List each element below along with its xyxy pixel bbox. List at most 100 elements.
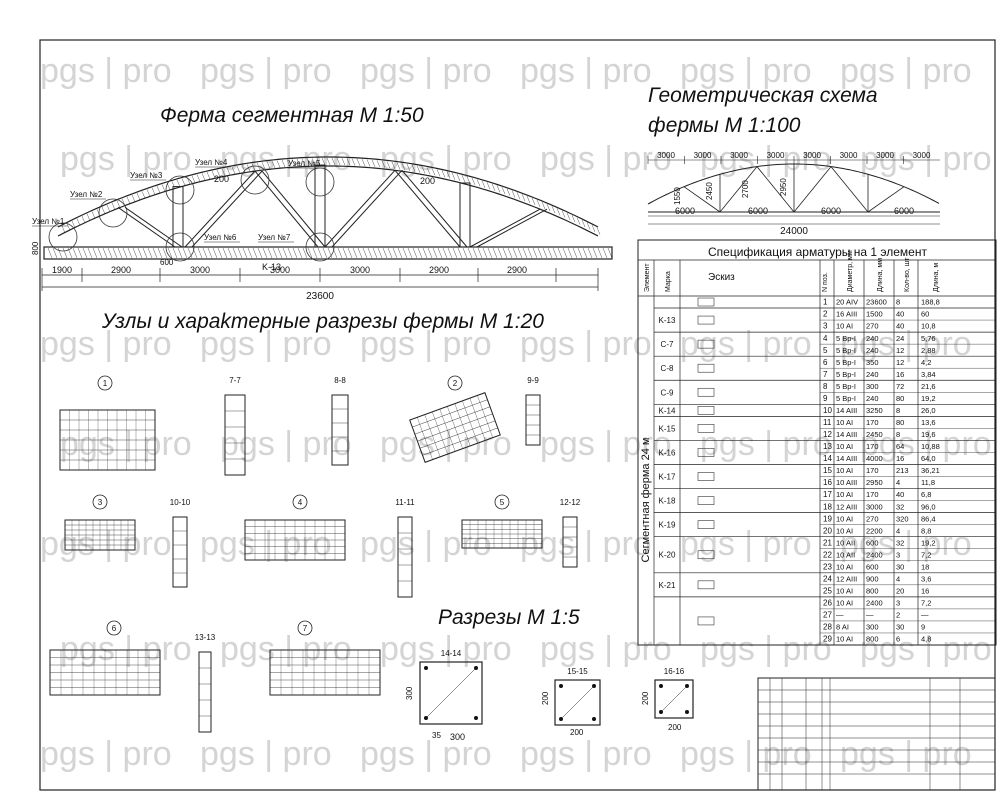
spec-diam: 8 AI [836,623,849,632]
chord-hatch [231,166,236,174]
spec-header: Кол-во, шт [904,257,911,292]
spec-total: 21,6 [921,382,936,391]
spec-qty: 40 [896,322,904,331]
chord-hatch [281,159,286,168]
bottom-hatch [427,247,433,259]
spec-diam: 5 Bp-I [836,346,856,355]
bottom-hatch [87,247,93,259]
section-rebar-dot [424,666,428,670]
spec-sketch [697,580,715,590]
bottom-hatch [337,247,343,259]
chord-hatch [91,211,96,219]
bottom-hatch [437,247,443,259]
bottom-hatch [57,247,63,259]
spec-len: 2450 [866,430,883,439]
node-label: Узел №1 [32,217,65,226]
bottom-hatch [242,247,248,259]
spec-len: 2400 [866,550,883,559]
node-detail-marker [297,620,313,636]
spec-qty: 8 [896,430,900,439]
section-outline [397,516,413,598]
spec-diam: 10 AI [836,466,853,475]
bottom-hatch [152,247,158,259]
spec-qty: 80 [896,418,904,427]
spec-qty: 4 [896,574,900,583]
section-big-outline [554,679,601,726]
chord-hatch [196,174,201,182]
chord-hatch [271,160,276,169]
chord-hatch [421,166,426,174]
watermark-text: pgs | pro [700,140,832,178]
spec-len: 270 [866,322,879,331]
bottom-hatch [117,247,123,259]
chord-hatch [346,158,351,166]
spec-total: 10,88 [921,442,940,451]
detail-node-1 [59,409,156,471]
chord-hatch [481,180,486,188]
bottom-hatch [267,247,273,259]
geo-height: 2450 [705,182,714,200]
bottom-hatch [472,247,478,259]
node-detail-number: 1 [103,379,108,388]
spec-total: 19,6 [921,430,936,439]
bottom-hatch [462,247,468,259]
watermark-text: pgs | pro [40,525,172,563]
spec-qty: 4 [896,526,900,535]
spec-total: 6,8 [921,490,931,499]
node-circle [165,175,195,205]
geo-diagonal [719,166,758,213]
spec-sketch [697,363,715,373]
bottom-hatch [432,247,438,259]
dim-text: 1900 [52,265,72,275]
spec-mark: K-20 [659,551,676,560]
bottom-hatch [387,247,393,259]
chord-hatch [181,178,186,186]
chord-hatch [511,190,516,198]
bottom-hatch [47,247,53,259]
node-circle [240,165,270,195]
spec-diam: 20 AIV [836,298,858,307]
spec-mark: K-15 [659,424,676,433]
node-detail-marker [92,494,108,510]
watermark-text: pgs | pro [700,425,832,463]
spec-sketch [697,550,715,560]
truss-diagonal [191,170,263,248]
bottom-hatch [227,247,233,259]
bottom-hatch [502,247,508,259]
chord-hatch [466,176,471,184]
bottom-hatch [222,247,228,259]
bottom-hatch [232,247,238,259]
spec-mark: K-14 [659,406,676,415]
mark-label: 600 [160,258,174,267]
spec-diam: 10 AI [836,490,853,499]
watermark-text: pgs | pro [220,425,352,463]
detail-stirrup [454,403,471,446]
truss-vertical [459,182,471,248]
bottom-hatch [407,247,413,259]
node-label: Узел №3 [130,171,163,180]
section-rebar-dot [592,717,596,721]
bottom-hatch [182,247,188,259]
spec-qty: 20 [896,586,904,595]
watermark-text: pgs | pro [860,630,992,668]
chord-hatch [541,201,546,210]
spec-pos: 29 [823,635,832,644]
spec-len: 300 [866,382,879,391]
bottom-hatch [322,247,328,259]
node-detail-number: 5 [500,498,505,507]
spec-pos: 21 [823,538,832,547]
node-detail-marker [292,494,308,510]
spec-header: Марка [665,271,672,292]
section-rebar-dot [685,710,689,714]
section-tie [425,667,477,719]
bottom-hatch [567,247,573,259]
spec-diam: 10 AI [836,599,853,608]
chord-hatch [176,179,181,187]
chord-hatch [476,179,481,187]
section-dim: 300 [450,732,465,742]
spec-diam: 10 AI [836,418,853,427]
chord-hatch [366,159,371,167]
chord-hatch [361,159,366,167]
spec-element-label: Сегментная ферма 24 м [640,438,652,563]
